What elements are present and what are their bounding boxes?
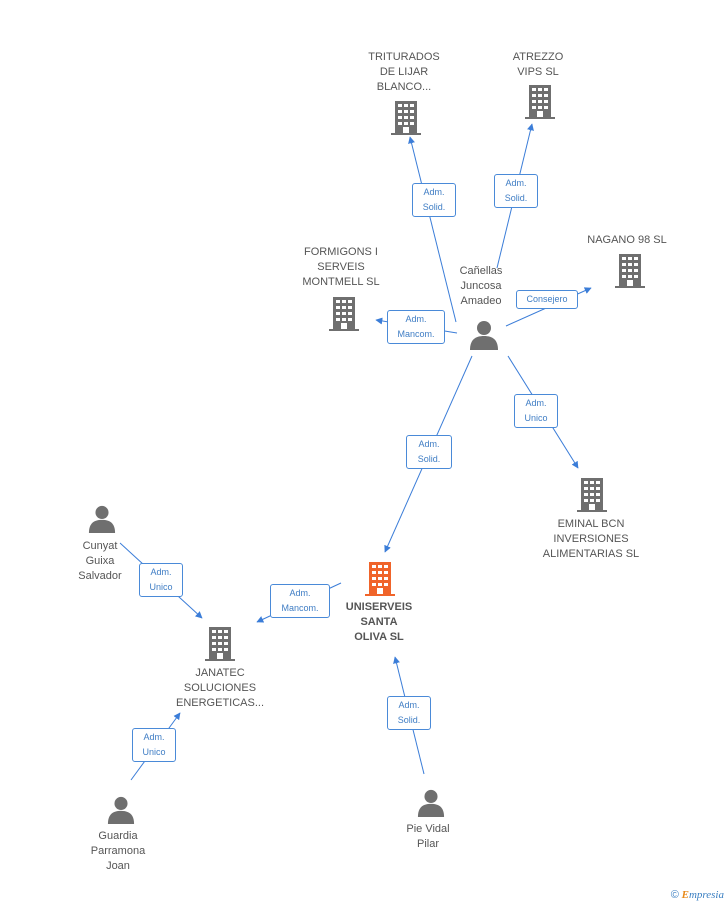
relation-badge-canellas-atrezzo[interactable]: Adm. Solid. [494, 174, 538, 208]
person-icon[interactable] [417, 789, 445, 817]
node-label-atrezzo[interactable]: ATREZZO VIPS SL [512, 51, 564, 78]
node-label-triturados[interactable]: TRITURADOS DE LIJAR BLANCO... [368, 51, 440, 93]
relation-badge-guardia-janatec[interactable]: Adm. Unico [132, 728, 176, 762]
brand-name: mpresia [688, 889, 724, 901]
building-icon[interactable] [365, 562, 395, 596]
node-label-cunyat[interactable]: Cunyat Guixa Salvador [78, 540, 122, 582]
person-icon[interactable] [88, 505, 116, 533]
relation-badge-canellas-formigons[interactable]: Adm. Mancom. [387, 310, 445, 344]
building-icon[interactable] [525, 85, 555, 119]
icons-layer [88, 85, 645, 824]
relation-badge-canellas-eminal[interactable]: Adm. Unico [514, 394, 558, 428]
brand-initial: E [681, 889, 689, 901]
node-label-guardia[interactable]: Guardia Parramona Joan [90, 830, 146, 872]
node-label-formigons[interactable]: FORMIGONS I SERVEIS MONTMELL SL [302, 246, 380, 288]
building-icon[interactable] [577, 478, 607, 512]
node-label-pie[interactable]: Pie Vidal Pilar [406, 823, 450, 850]
building-icon[interactable] [391, 101, 421, 135]
building-icon[interactable] [205, 627, 235, 661]
person-icon[interactable] [470, 321, 498, 350]
building-icon[interactable] [329, 297, 359, 331]
relation-badge-pie-uniserveis[interactable]: Adm. Solid. [387, 696, 431, 730]
node-label-janatec[interactable]: JANATEC SOLUCIONES ENERGETICAS... [175, 667, 265, 709]
building-icon[interactable] [615, 254, 645, 288]
copyright-symbol: © [670, 889, 679, 901]
node-label-canellas[interactable]: Cañellas Juncosa Amadeo [459, 265, 503, 307]
person-icon[interactable] [107, 796, 135, 824]
empresia-logo: © Empresia [671, 889, 724, 901]
relation-badge-uniserveis-janatec[interactable]: Adm. Mancom. [270, 584, 330, 618]
edge-line [408, 136, 457, 323]
node-label-eminal[interactable]: EMINAL BCN INVERSIONES ALIMENTARIAS SL [542, 518, 640, 560]
node-label-uniserveis[interactable]: UNISERVEIS SANTA OLIVA SL [345, 601, 413, 643]
node-label-nagano[interactable]: NAGANO 98 SL [587, 234, 667, 246]
relation-badge-canellas-nagano[interactable]: Consejero [516, 290, 578, 309]
relation-badge-cunyat-janatec[interactable]: Adm. Unico [139, 563, 183, 597]
relation-badge-canellas-triturados[interactable]: Adm. Solid. [412, 183, 456, 217]
relation-badge-canellas-uniserveis[interactable]: Adm. Solid. [406, 435, 452, 469]
